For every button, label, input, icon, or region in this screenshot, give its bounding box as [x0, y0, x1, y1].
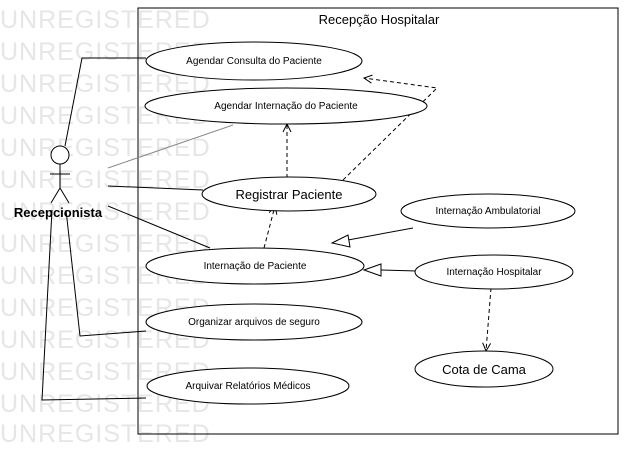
use-case-internacao-hospitalar[interactable] — [414, 254, 574, 290]
generalization-arrowhead-ambulatorial — [330, 234, 351, 248]
use-case-arquivar-relatorios[interactable] — [146, 367, 350, 405]
association-agendar-internacao[interactable] — [107, 124, 234, 169]
use-case-label-agendar-internacao: Agendar Internação do Paciente — [214, 100, 358, 112]
use-case-organizar-seguro[interactable] — [145, 303, 363, 341]
system-title: Recepção Hospitalar — [318, 12, 440, 27]
actor-figure[interactable] — [50, 145, 70, 204]
generalization-arrowhead-hospitalar — [362, 263, 382, 277]
uml-use-case-diagram: UNREGISTERED UNREGISTERED UNREGISTERED U… — [0, 6, 619, 448]
use-case-label-internacao-hospitalar: Internação Hospitalar — [446, 266, 542, 278]
association-agendar-consulta[interactable] — [64, 57, 146, 147]
include-hospitalar-cota[interactable] — [486, 287, 492, 351]
actor-name: Recepcionista — [13, 205, 103, 220]
generalization-line-ambulatorial[interactable] — [347, 227, 414, 241]
include-registrar-agendar-consulta[interactable] — [342, 78, 439, 181]
use-case-cota-cama[interactable] — [414, 350, 554, 388]
watermark-text: UNREGISTERED — [0, 198, 211, 226]
association-registrar[interactable] — [107, 185, 204, 191]
use-case-label-agendar-consulta: Agendar Consulta do Paciente — [186, 55, 322, 67]
use-case-registrar[interactable] — [201, 176, 377, 212]
watermark-text: UNREGISTERED — [0, 70, 211, 98]
use-case-agendar-internacao[interactable] — [144, 87, 428, 125]
use-case-internacao-paciente[interactable] — [145, 247, 365, 285]
association-organizar-seguro[interactable] — [65, 209, 147, 337]
watermark-text: UNREGISTERED — [0, 166, 211, 194]
use-case-label-organizar-seguro: Organizar arquivos de seguro — [188, 316, 320, 328]
include-internacao-registrar[interactable] — [263, 206, 275, 249]
watermark-text: UNREGISTERED — [0, 134, 211, 162]
watermark-text: UNREGISTERED — [0, 6, 211, 34]
use-case-agendar-consulta[interactable] — [145, 41, 363, 81]
system-boundary[interactable] — [137, 7, 619, 435]
use-case-label-arquivar-relatorios: Arquivar Relatórios Médicos — [185, 380, 311, 392]
association-arquivar-relatorios[interactable] — [41, 209, 147, 401]
use-case-label-registrar: Registrar Paciente — [235, 186, 343, 202]
use-case-label-internacao-paciente: Internação de Paciente — [203, 260, 307, 272]
use-case-label-internacao-ambulatorial: Internação Ambulatorial — [435, 205, 541, 217]
use-case-label-cota-cama: Cota de Cama — [442, 361, 526, 377]
association-internacao-paciente[interactable] — [107, 205, 211, 249]
use-case-internacao-ambulatorial[interactable] — [400, 193, 576, 229]
generalization-line-hospitalar[interactable] — [380, 269, 418, 272]
diagram-canvas — [41, 7, 619, 435]
